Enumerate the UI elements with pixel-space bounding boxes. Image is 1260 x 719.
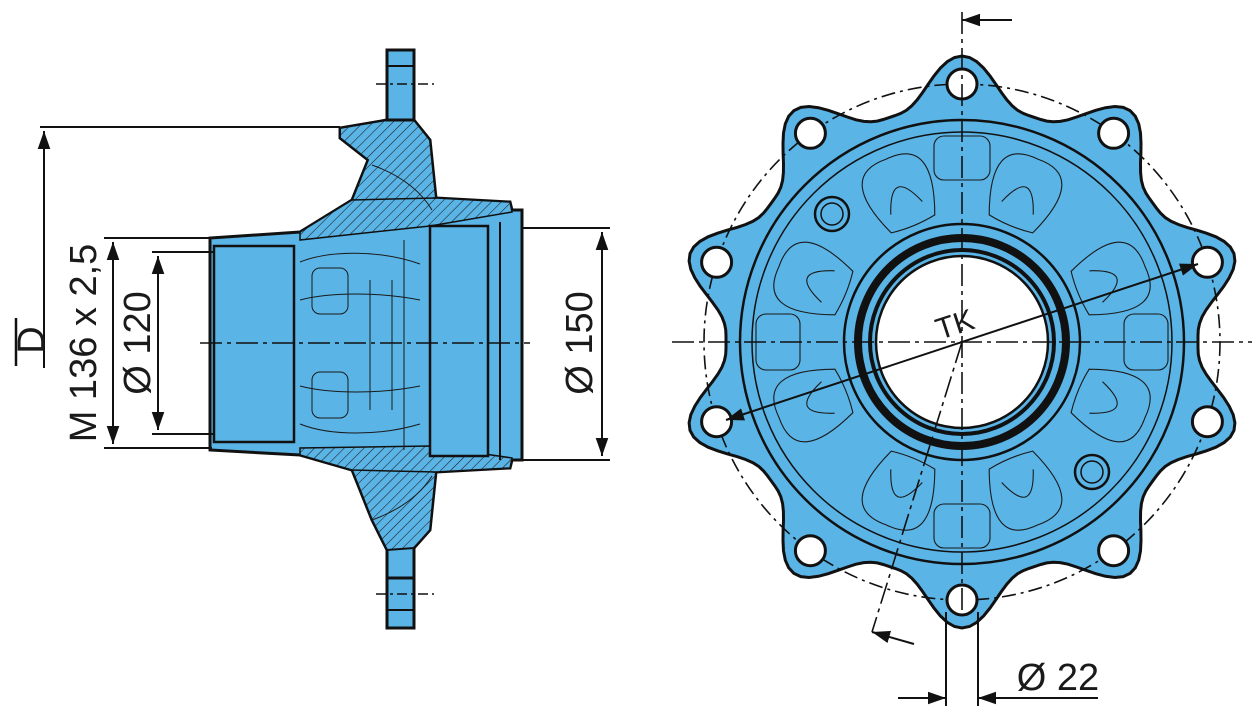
rib-pocket — [861, 450, 936, 531]
stud-bottom — [385, 576, 416, 630]
hatched-flange-bottom — [350, 464, 438, 552]
bolt-hole — [700, 245, 734, 279]
rib-pocket — [988, 450, 1063, 531]
hatched-wall-top — [299, 197, 513, 241]
front-view: TK Ø 22 — [672, 12, 1252, 706]
label-bore: Ø 120 — [117, 291, 159, 395]
rib-pocket — [988, 153, 1063, 234]
label-thread: M 136 x 2,5 — [63, 244, 105, 443]
rib-slot — [933, 503, 991, 549]
label-d: D — [11, 326, 53, 353]
logo-badge-top — [813, 195, 851, 233]
logo-badge-bottom — [1073, 453, 1111, 491]
label-outer: Ø 150 — [559, 291, 601, 395]
stud-top — [385, 48, 416, 122]
bolt-hole — [1190, 405, 1224, 439]
bolt-hole — [700, 405, 734, 439]
bolt-hole — [1190, 245, 1224, 279]
rib-pocket — [861, 153, 936, 234]
hatched-flange-top — [339, 119, 438, 207]
side-section-view: D M 136 x 2,5 Ø 120 Ø 150 — [11, 48, 610, 630]
bolt-hole — [793, 116, 827, 150]
label-bolt-hole: Ø 22 — [1017, 657, 1099, 699]
bolt-hole — [1097, 116, 1131, 150]
bolt-hole — [793, 534, 827, 568]
bolt-hole — [1097, 534, 1131, 568]
